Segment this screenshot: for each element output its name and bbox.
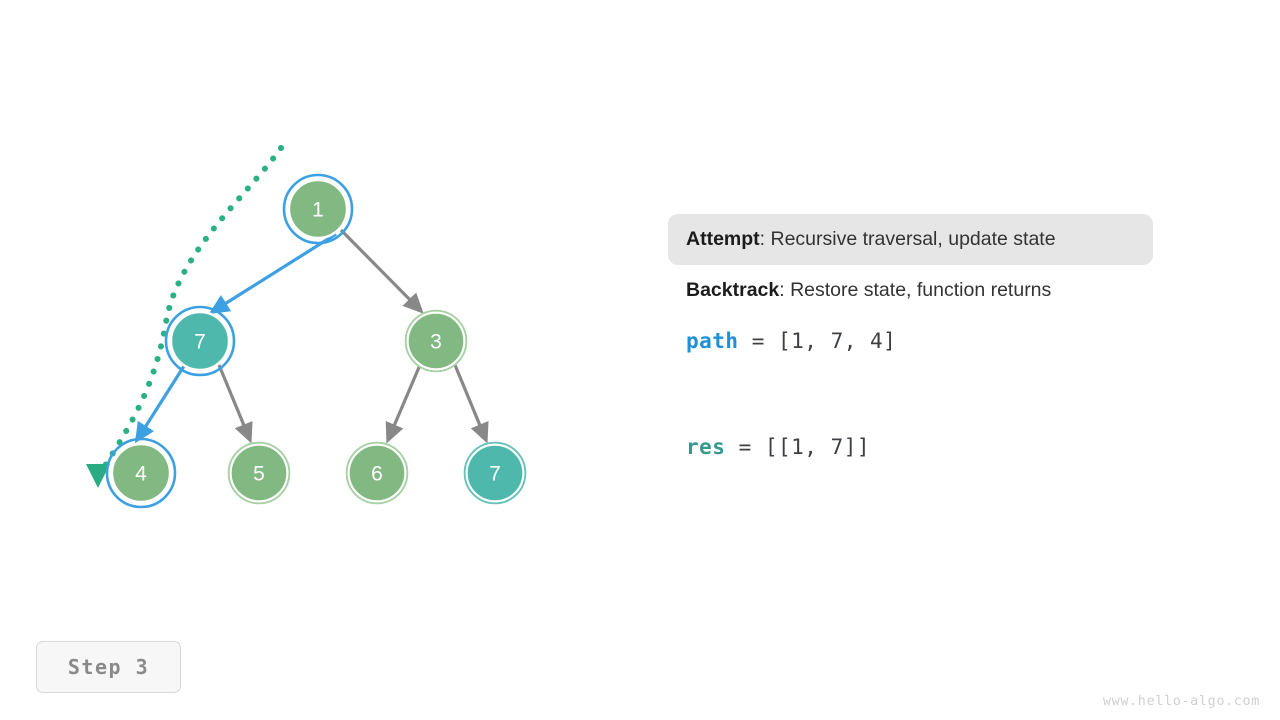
tree-node-3[interactable]: 3 [404,309,468,373]
site-watermark: www.hello-algo.com [1102,693,1260,709]
attempt-text: : Recursive traversal, update state [759,227,1056,250]
node-value: 1 [312,199,324,222]
node-highlight-ring [282,173,354,245]
backtrack-row: Backtrack: Restore state, function retur… [686,265,1206,316]
node-value: 3 [430,331,442,354]
node-highlight-ring [164,305,236,377]
node-inner-gap [347,443,407,503]
node-inner-gap [406,311,466,371]
state-info-panel: Attempt: Recursive traversal, update sta… [668,214,1206,472]
traversal-dotted-path [97,145,284,477]
node-inner-gap [229,443,289,503]
backtrack-text: : Restore state, function returns [779,278,1052,301]
path-variable-value: = [1, 7, 4] [738,329,897,353]
path-variable-name: path [686,329,739,353]
node-inner-gap [465,443,525,503]
res-variable-row: res = [[1, 7]] [686,422,1206,472]
edge-1-to-7 [208,232,337,315]
panel-spacer [686,366,1206,422]
step-badge: Step 3 [36,641,181,693]
binary-tree-diagram: 1 7 3 4 5 6 [86,145,527,509]
edge-7-to-5 [217,364,253,444]
node-value: 7 [489,463,501,486]
backtrack-label: Backtrack [686,278,780,301]
edge-1-to-3 [339,228,424,314]
node-value: 5 [253,463,265,486]
attempt-row: Attempt: Recursive traversal, update sta… [668,214,1153,265]
tree-node-7-left[interactable]: 7 [164,305,236,377]
node-circle [110,442,172,504]
edge-3-to-7 [453,364,489,444]
res-variable-value: = [[1, 7]] [725,435,871,459]
traversal-pointer-icon [86,464,110,488]
tree-node-7-right[interactable]: 7 [463,441,527,505]
tree-node-1[interactable]: 1 [282,173,354,245]
node-value: 4 [135,463,147,486]
node-highlight-ring [105,437,177,509]
tree-node-4[interactable]: 4 [105,437,177,509]
attempt-label: Attempt [686,227,760,250]
node-value: 7 [194,331,206,354]
node-value: 6 [371,463,383,486]
tree-node-6[interactable]: 6 [345,441,409,505]
node-circle [287,178,349,240]
tree-node-5[interactable]: 5 [227,441,291,505]
path-variable-row: path = [1, 7, 4] [686,316,1206,366]
res-variable-name: res [686,435,726,459]
node-circle [169,310,231,372]
edge-3-to-6 [385,364,422,444]
edge-7-to-4 [134,365,186,444]
